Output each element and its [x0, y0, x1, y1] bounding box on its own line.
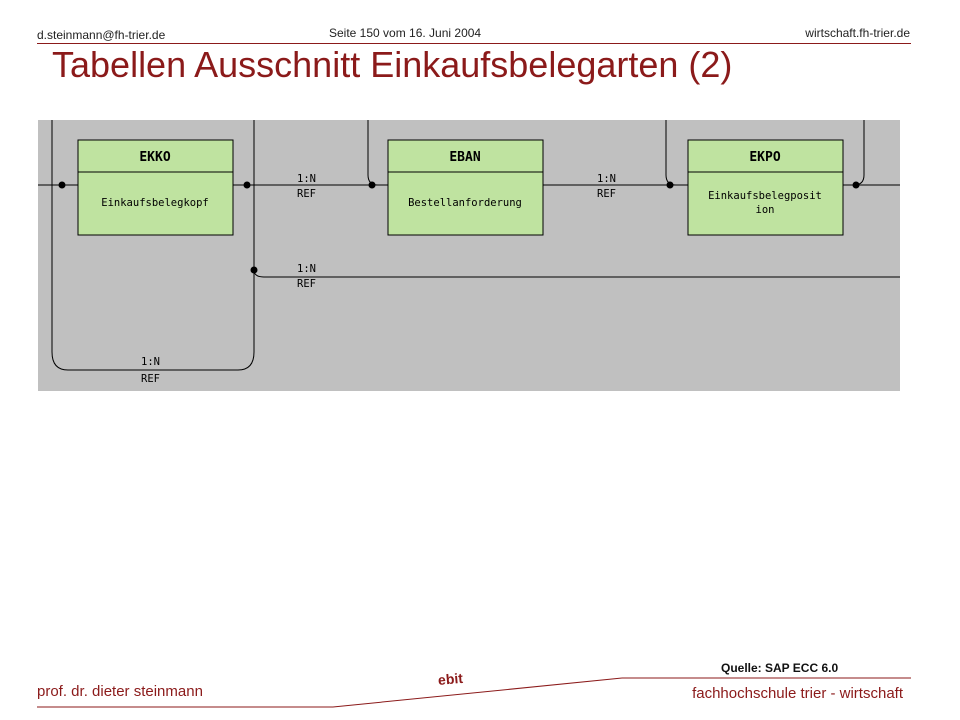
er-diagram: EKKO Einkaufsbelegkopf EBAN Bestellanfor… — [38, 120, 900, 391]
table-name: EKKO — [139, 150, 170, 165]
footer-author: prof. dr. dieter steinmann — [37, 683, 203, 700]
junction-dot — [666, 181, 674, 189]
header-email: d.steinmann@fh-trier.de — [37, 28, 166, 42]
relation-type: REF — [597, 188, 616, 200]
relation-line-top-ekpo — [665, 120, 677, 186]
table-description-continued: ion — [756, 204, 775, 216]
table-name: EBAN — [449, 150, 480, 165]
table-name: EKPO — [749, 150, 780, 165]
table-description: Bestellanforderung — [408, 197, 522, 209]
header-website: wirtschaft.fh-trier.de — [805, 26, 910, 40]
relation-line-top-eban — [367, 120, 379, 186]
table-ekpo: EKPO Einkaufsbelegposit ion — [687, 139, 844, 236]
table-eban: EBAN Bestellanforderung — [387, 139, 544, 236]
relation-cardinality: 1:N — [597, 173, 616, 185]
relation-type: REF — [141, 373, 160, 385]
footer-lines — [37, 677, 911, 708]
ebit-logo: ebit — [437, 669, 464, 688]
footer-institution: fachhochschule trier - wirtschaft — [692, 685, 903, 702]
junction-dot — [58, 181, 66, 189]
junction-dot — [852, 181, 860, 189]
slide-title: Tabellen Ausschnitt Einkaufsbelegarten (… — [52, 44, 733, 85]
relation-cardinality: 1:N — [297, 173, 316, 185]
junction-dot — [368, 181, 376, 189]
relation-type: REF — [297, 278, 316, 290]
junction-dot — [250, 266, 258, 274]
table-ekko: EKKO Einkaufsbelegkopf — [77, 139, 234, 236]
table-description: Einkaufsbelegkopf — [101, 197, 208, 209]
header-page-info: Seite 150 vom 16. Juni 2004 — [329, 26, 482, 40]
table-description: Einkaufsbelegposit — [708, 190, 822, 202]
source-note: Quelle: SAP ECC 6.0 — [721, 661, 839, 675]
relation-cardinality: 1:N — [297, 263, 316, 275]
relation-line-self-loop — [51, 120, 255, 371]
junction-dot — [243, 181, 251, 189]
relation-cardinality: 1:N — [141, 356, 160, 368]
header-rule — [37, 43, 911, 44]
relation-type: REF — [297, 188, 316, 200]
